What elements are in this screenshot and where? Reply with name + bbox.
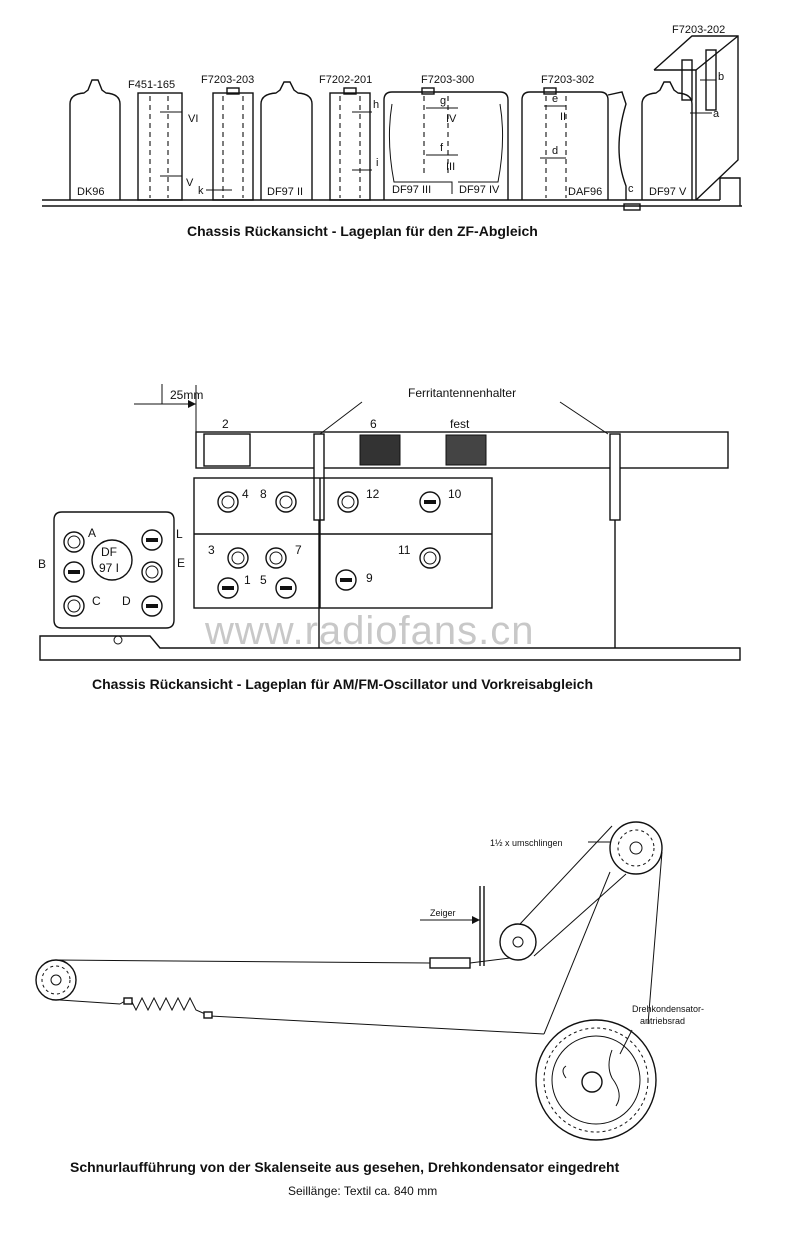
point-label-v: V (186, 177, 194, 189)
socket-point-e: E (177, 556, 185, 570)
part-number: F7203-202 (672, 24, 725, 36)
tube-label: DAF96 (568, 186, 602, 198)
tube-label: DF97 II (267, 186, 303, 198)
point-label-k: k (198, 185, 204, 197)
tube-label-line2: 97 I (99, 561, 119, 575)
am-fm-alignment-diagram: 25mm 2 6 fest Ferritantennenhalter 4 8 1… (38, 384, 741, 692)
tube-label: DF97 IV (459, 184, 500, 196)
trimmer-4[interactable]: 4 (217, 487, 249, 513)
trimmer-11[interactable]: 11 (398, 543, 441, 569)
coil-f7203-203: F7203-203 k (198, 74, 254, 201)
holder-label: Ferritantennenhalter (408, 386, 516, 400)
if-alignment-diagram: DK96 F451-165 VI V F7203-203 k DF97 II (42, 24, 742, 239)
trimmer-7[interactable]: 7 (265, 543, 302, 569)
point-label-a: a (713, 108, 720, 120)
filter-can-f7203-300: F7203-300 g IV f III DF97 III DF97 IV (383, 74, 509, 200)
section2-caption: Chassis Rückansicht - Lageplan für AM/FM… (92, 676, 593, 692)
tube-label: DK96 (77, 186, 105, 198)
trimmer-3[interactable]: 3 (208, 543, 249, 569)
point-label-f: f (440, 142, 444, 154)
point-label-e: e (552, 93, 558, 105)
part-number: F7203-302 (541, 74, 594, 86)
socket-point-l: L (176, 527, 183, 541)
point-label-i: i (376, 157, 378, 169)
filter-box-f7203-202: F7203-202 b a (653, 24, 739, 201)
dimension-25mm: 25mm (170, 388, 203, 402)
point-label-b: b (718, 71, 724, 83)
coil-label-fest: fest (450, 417, 470, 431)
tube-socket-df97-i: DF 97 I A B C D E L (38, 511, 185, 629)
tube-dk96: DK96 (69, 79, 121, 200)
part-number: F7203-203 (201, 74, 254, 86)
socket-point-a: A (88, 526, 96, 540)
svg-text:4: 4 (242, 487, 249, 501)
trimmer-5[interactable]: 5 (260, 573, 297, 599)
svg-text:1: 1 (244, 573, 251, 587)
point-label-ii: II (560, 111, 566, 123)
trimmer-8[interactable]: 8 (260, 487, 297, 513)
svg-text:9: 9 (366, 571, 373, 585)
trimmer-9[interactable]: 9 (335, 569, 373, 591)
watermark: www.radiofans.cn (204, 609, 534, 653)
part-number: F7203-300 (421, 74, 474, 86)
point-label-h: h (373, 99, 379, 111)
svg-text:8: 8 (260, 487, 267, 501)
point-label-iii: III (446, 161, 455, 173)
part-number: F7202-201 (319, 74, 372, 86)
section3-subcaption: Seillänge: Textil ca. 840 mm (288, 1184, 437, 1198)
trimmer-12[interactable]: 12 (337, 487, 380, 513)
point-label-vi: VI (188, 113, 198, 125)
svg-text:10: 10 (448, 487, 462, 501)
dial-cord-diagram: Zeiger 1½ x umschlingen Drehkondensator-… (35, 821, 704, 1198)
section1-caption: Chassis Rückansicht - Lageplan für den Z… (187, 223, 538, 239)
point-c: c (623, 183, 641, 211)
filter-can-f7203-302: F7203-302 e II d DAF96 (521, 74, 627, 200)
svg-text:7: 7 (295, 543, 302, 557)
point-label-c: c (628, 183, 634, 195)
tube-df97-ii: DF97 II (260, 81, 313, 200)
point-label-d: d (552, 145, 558, 157)
tube-label: DF97 V (649, 186, 687, 198)
svg-text:5: 5 (260, 573, 267, 587)
drive-label-line2: antriebsrad (640, 1016, 685, 1026)
coil-f451-165: F451-165 VI V (128, 79, 198, 201)
socket-point-d: D (122, 594, 131, 608)
coil-label-6: 6 (370, 417, 377, 431)
section3-caption: Schnurlaufführung von der Skalenseite au… (70, 1159, 620, 1175)
part-number: F451-165 (128, 79, 175, 91)
wrap-label: 1½ x umschlingen (490, 838, 563, 848)
point-label-g: g (440, 95, 446, 107)
tube-df97-v: DF97 V (641, 81, 693, 200)
svg-text:3: 3 (208, 543, 215, 557)
svg-text:12: 12 (366, 487, 380, 501)
svg-text:11: 11 (398, 543, 411, 557)
tube-label-line1: DF (101, 545, 117, 559)
trimmer-10[interactable]: 10 (419, 487, 462, 513)
tube-label: DF97 III (392, 184, 431, 196)
coil-f7202-201: F7202-201 h i (319, 74, 379, 201)
drive-label-line1: Drehkondensator- (632, 1004, 704, 1014)
trimmer-1[interactable]: 1 (217, 573, 251, 599)
socket-point-c: C (92, 594, 101, 608)
pointer-label: Zeiger (430, 908, 456, 918)
coil-label-2: 2 (222, 417, 229, 431)
point-label-iv: IV (446, 113, 457, 125)
socket-point-b: B (38, 557, 46, 571)
